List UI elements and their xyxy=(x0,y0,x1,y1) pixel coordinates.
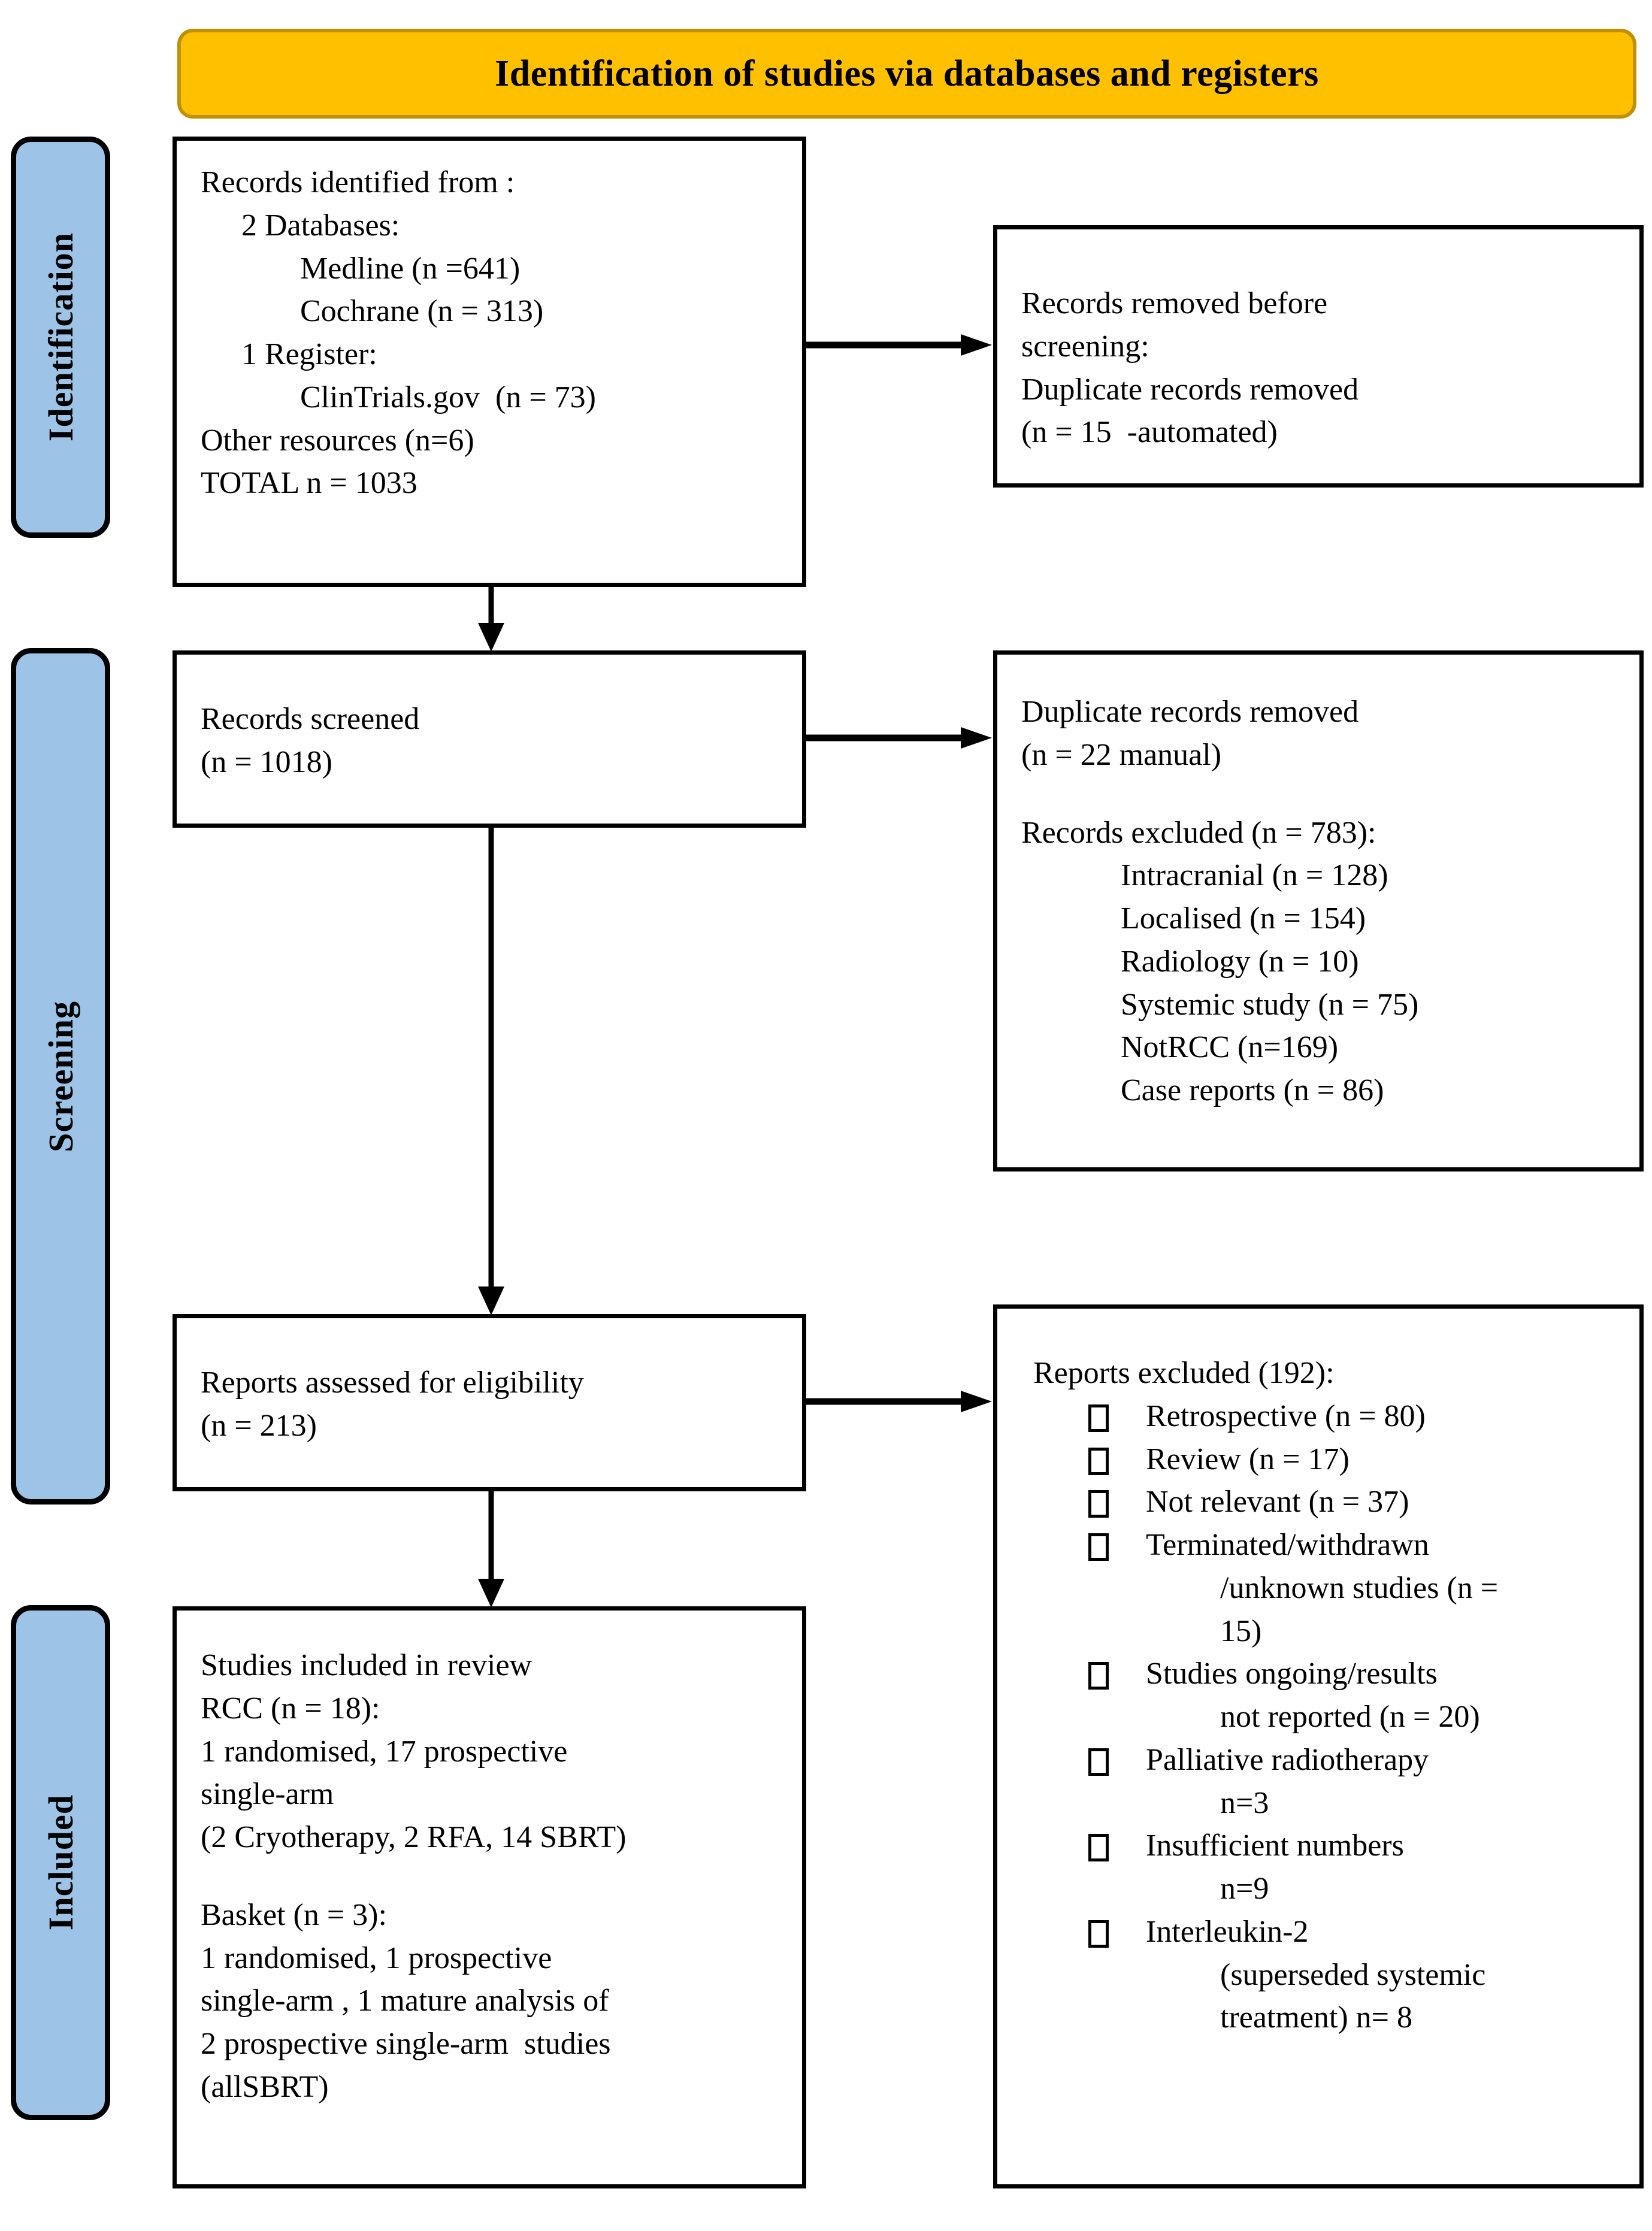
box-records-excluded: Duplicate records removed (n = 22 manual… xyxy=(993,650,1644,1171)
records-removed-line-0: Records removed before xyxy=(1021,286,1328,320)
box-reports-excluded: Reports excluded (192): Retrospective (n… xyxy=(993,1304,1644,2188)
records-excluded-item-1: Localised (n = 154) xyxy=(1121,901,1366,936)
reports-excluded-item-cont: treatment) n= 8 xyxy=(1220,2000,1412,2035)
reports-excluded-heading: Reports excluded (192): xyxy=(1033,1356,1335,1390)
stage-tab-identification-label: Identification xyxy=(41,232,80,442)
records-excluded-heading: Records excluded (n = 783): xyxy=(1021,815,1376,850)
reports-excluded-item-text: Studies ongoing/results xyxy=(1146,1657,1438,1691)
stage-tab-screening: Screening xyxy=(11,648,110,1505)
reports-excluded-item-cont: n=9 xyxy=(1220,1872,1269,1906)
reports-assessed-line-0: Reports assessed for eligibility xyxy=(201,1366,584,1400)
reports-excluded-item-text: Not relevant (n = 37) xyxy=(1146,1485,1409,1519)
reports-excluded-item: Insufficient numbers xyxy=(1016,1824,1621,1867)
reports-excluded-item: Terminated/withdrawn xyxy=(1016,1524,1621,1567)
reports-excluded-item-text: Interleukin-2 xyxy=(1146,1914,1309,1949)
reports-assessed-line-1: (n = 213) xyxy=(201,1408,317,1443)
records-identified-line-5: ClinTrials.gov (n = 73) xyxy=(300,380,596,414)
bullet-square-icon xyxy=(1088,1533,1109,1561)
records-identified-line-0: Records identified from : xyxy=(201,165,515,199)
reports-excluded-item-text: Retrospective (n = 80) xyxy=(1146,1398,1426,1433)
box-records-identified: Records identified from : 2 Databases: M… xyxy=(173,137,806,587)
arrow-identified-to-removed xyxy=(806,333,998,357)
reports-excluded-item-text: Review (n = 17) xyxy=(1146,1442,1350,1476)
records-excluded-item-5: Case reports (n = 86) xyxy=(1121,1073,1384,1107)
page-title: Identification of studies via databases … xyxy=(495,53,1319,94)
arrow-identified-to-screened xyxy=(473,586,509,653)
records-identified-line-7: TOTAL n = 1033 xyxy=(201,466,417,501)
records-identified-line-2: Medline (n =641) xyxy=(300,251,521,286)
records-identified-line-4: 1 Register: xyxy=(241,337,377,371)
reports-excluded-item-cont: not reported (n = 20) xyxy=(1220,1700,1480,1734)
bullet-square-icon xyxy=(1088,1447,1109,1475)
reports-excluded-item: Palliative radiotherapy xyxy=(1016,1739,1621,1782)
reports-excluded-item-text: Terminated/withdrawn xyxy=(1146,1528,1429,1562)
records-removed-line-3: (n = 15 -automated) xyxy=(1021,415,1278,450)
records-excluded-item-2: Radiology (n = 10) xyxy=(1121,944,1359,979)
reports-excluded-item-cont: n=3 xyxy=(1220,1785,1269,1820)
bullet-square-icon xyxy=(1088,1834,1109,1862)
reports-excluded-item-cont: 15) xyxy=(1220,1614,1262,1648)
arrow-assessed-to-reports-excluded xyxy=(806,1390,998,1413)
stage-tab-identification: Identification xyxy=(11,137,110,538)
dup-removed-manual-line-0: Duplicate records removed xyxy=(1021,695,1359,729)
records-excluded-item-3: Systemic study (n = 75) xyxy=(1121,987,1419,1022)
studies-included-basket-line-3: 2 prospective single-arm studies xyxy=(201,2027,611,2061)
stage-tab-included-label: Included xyxy=(41,1794,80,1931)
records-screened-line-0: Records screened xyxy=(201,702,420,736)
excluded-spacer xyxy=(1021,777,1621,812)
arrow-screened-to-excluded xyxy=(806,726,998,750)
records-excluded-item-0: Intracranial (n = 128) xyxy=(1121,858,1388,893)
dup-removed-manual-line-1: (n = 22 manual) xyxy=(1021,737,1222,772)
studies-included-line-4: (2 Cryotherapy, 2 RFA, 14 SBRT) xyxy=(201,1820,627,1854)
records-removed-line-1: screening: xyxy=(1021,329,1149,364)
box-records-screened: Records screened (n = 1018) xyxy=(173,650,806,828)
studies-included-line-0: Studies included in review xyxy=(201,1648,532,1682)
bullet-square-icon xyxy=(1088,1490,1109,1518)
reports-excluded-item: Not relevant (n = 37) xyxy=(1016,1481,1621,1524)
studies-included-line-3: single-arm xyxy=(201,1777,334,1812)
box-studies-included: Studies included in review RCC (n = 18):… xyxy=(173,1606,806,2188)
diagram-header-banner: Identification of studies via databases … xyxy=(177,29,1636,119)
studies-included-line-2: 1 randomised, 17 prospective xyxy=(201,1734,568,1769)
records-screened-line-1: (n = 1018) xyxy=(201,744,332,779)
studies-included-basket-line-1: 1 randomised, 1 prospective xyxy=(201,1941,552,1975)
bullet-square-icon xyxy=(1088,1404,1109,1432)
reports-excluded-item-cont: /unknown studies (n = xyxy=(1220,1570,1499,1605)
stage-tab-included: Included xyxy=(11,1605,110,2120)
bullet-square-icon xyxy=(1088,1662,1109,1690)
reports-excluded-item-cont: (superseded systemic xyxy=(1220,1957,1486,1992)
reports-excluded-item: Review (n = 17) xyxy=(1016,1438,1621,1481)
reports-excluded-item: Retrospective (n = 80) xyxy=(1016,1395,1621,1438)
records-removed-line-2: Duplicate records removed xyxy=(1021,372,1359,407)
reports-excluded-item-text: Insufficient numbers xyxy=(1146,1829,1404,1863)
studies-included-basket-line-2: single-arm , 1 mature analysis of xyxy=(201,1984,609,2018)
bullet-square-icon xyxy=(1088,1920,1109,1948)
studies-included-basket-line-4: (allSBRT) xyxy=(201,2069,329,2104)
arrow-screened-to-assessed xyxy=(473,827,509,1316)
records-excluded-item-4: NotRCC (n=169) xyxy=(1121,1030,1339,1065)
studies-included-line-1: RCC (n = 18): xyxy=(201,1691,380,1726)
bullet-square-icon xyxy=(1088,1748,1109,1776)
reports-excluded-item-text: Palliative radiotherapy xyxy=(1146,1742,1429,1777)
records-identified-line-6: Other resources (n=6) xyxy=(201,423,474,458)
box-records-removed-before-screening: Records removed before screening: Duplic… xyxy=(993,225,1644,488)
box-reports-assessed: Reports assessed for eligibility (n = 21… xyxy=(173,1314,806,1491)
studies-included-basket-line-0: Basket (n = 3): xyxy=(201,1897,387,1932)
studies-included-spacer xyxy=(201,1859,784,1894)
records-identified-line-1: 2 Databases: xyxy=(241,208,400,243)
reports-excluded-item: Studies ongoing/results xyxy=(1016,1652,1621,1696)
reports-excluded-item: Interleukin-2 xyxy=(1016,1911,1621,1954)
stage-tab-screening-label: Screening xyxy=(41,1000,80,1152)
records-identified-line-3: Cochrane (n = 313) xyxy=(300,294,544,329)
arrow-assessed-to-included xyxy=(473,1490,509,1609)
